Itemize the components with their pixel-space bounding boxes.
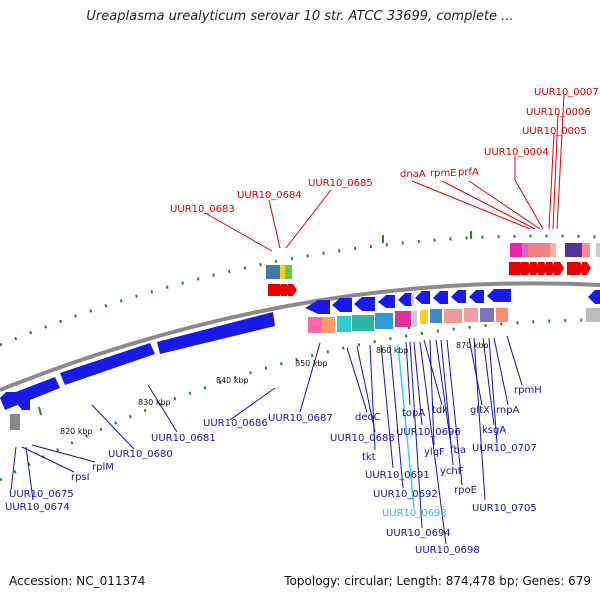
scale-label: 830 kbp [138, 398, 171, 407]
gene-label-uur10-0680[interactable]: UUR10_0680 [108, 449, 173, 460]
gene-label-tkt[interactable]: tkt [362, 452, 376, 463]
scale-label: 860 kbp [376, 346, 409, 355]
bottom-label-leader-lines [10, 335, 523, 545]
gene-label-uur10-0685[interactable]: UUR10_0685 [308, 178, 373, 189]
gene-label-uur10-0675[interactable]: UUR10_0675 [9, 489, 74, 500]
page-title: Ureaplasma urealyticum serovar 10 str. A… [86, 9, 514, 24]
scale-label: 870 kbp [456, 341, 489, 350]
accession-text: Accession: NC_011374 [9, 574, 146, 588]
gene-label-rpme[interactable]: rpmE [430, 168, 457, 179]
reverse-strand-arrow-cluster [0, 289, 600, 410]
multicolor-feature-strip-lower [10, 308, 600, 430]
gene-label-uur10-0674[interactable]: UUR10_0674 [5, 502, 70, 513]
gene-label-rpmh[interactable]: rpmH [514, 385, 542, 396]
multicolor-feature-strip-grey [411, 294, 414, 305]
scale-label: 820 kbp [60, 427, 93, 436]
gene-label-ychf[interactable]: ychF [440, 466, 464, 477]
top-label-leader-lines [204, 94, 565, 252]
gene-label-uur10-0006[interactable]: UUR10_0006 [526, 107, 591, 118]
gene-label-uur10-0707[interactable]: UUR10_0707 [472, 443, 537, 454]
gene-label-uur10-0694[interactable]: UUR10_0694 [386, 528, 451, 539]
gene-label-uur10-0005[interactable]: UUR10_0005 [522, 126, 587, 137]
gene-label-uur10-0681[interactable]: UUR10_0681 [151, 433, 216, 444]
outer-tick-ring [0, 234, 600, 347]
upper-right-feature-cluster [509, 243, 600, 275]
upper-left-feature-cluster [266, 265, 297, 296]
gene-label-tdk[interactable]: tdk [432, 405, 448, 416]
gene-label-uur10-0692[interactable]: UUR10_0692 [373, 489, 438, 500]
gene-label-uur10-0683[interactable]: UUR10_0683 [170, 204, 235, 215]
genome-backbone [0, 281, 600, 392]
gene-label-ylqf[interactable]: ylqF [424, 447, 445, 458]
gene-label-deoc[interactable]: deoC [355, 412, 381, 423]
scale-label: 840 kbp [216, 376, 249, 385]
gene-label-fba[interactable]: fba [450, 445, 466, 456]
gene-label-uur10-0686[interactable]: UUR10_0686 [203, 418, 268, 429]
gene-label-prfa[interactable]: prfA [458, 167, 479, 178]
gene-label-rpsi[interactable]: rpsI [71, 472, 90, 483]
gene-label-rplm[interactable]: rplM [92, 462, 114, 473]
gene-label-topa[interactable]: topA [402, 408, 425, 419]
gene-label-uur10-0705[interactable]: UUR10_0705 [472, 503, 537, 514]
topology-summary-text: Topology: circular; Length: 874,478 bp; … [284, 574, 591, 588]
scale-label: 850 kbp [295, 359, 328, 368]
highlight-leader-line [397, 344, 415, 509]
gene-label-uur10-0007[interactable]: UUR10_0007 [534, 87, 599, 98]
gene-label-rnpa[interactable]: rnpA [496, 405, 520, 416]
gene-label-uur10-0696[interactable]: UUR10_0696 [396, 427, 461, 438]
gene-label-uur10-0684[interactable]: UUR10_0684 [237, 190, 302, 201]
gene-label-dnaa[interactable]: dnaA [400, 169, 426, 180]
gene-label-uur10-0693[interactable]: UUR10_0693 [382, 508, 447, 519]
gene-label-uur10-0004[interactable]: UUR10_0004 [484, 147, 549, 158]
gene-label-uur10-0687[interactable]: UUR10_0687 [268, 413, 333, 424]
gene-label-gltx[interactable]: gltX [470, 405, 490, 416]
gene-label-rpoe[interactable]: rpoE [454, 485, 477, 496]
gene-label-uur10-0698[interactable]: UUR10_0698 [415, 545, 480, 556]
gene-label-uur10-0691[interactable]: UUR10_0691 [365, 470, 430, 481]
gene-label-uur10-0688[interactable]: UUR10_0688 [330, 433, 395, 444]
gene-label-ksga[interactable]: ksgA [482, 425, 506, 436]
